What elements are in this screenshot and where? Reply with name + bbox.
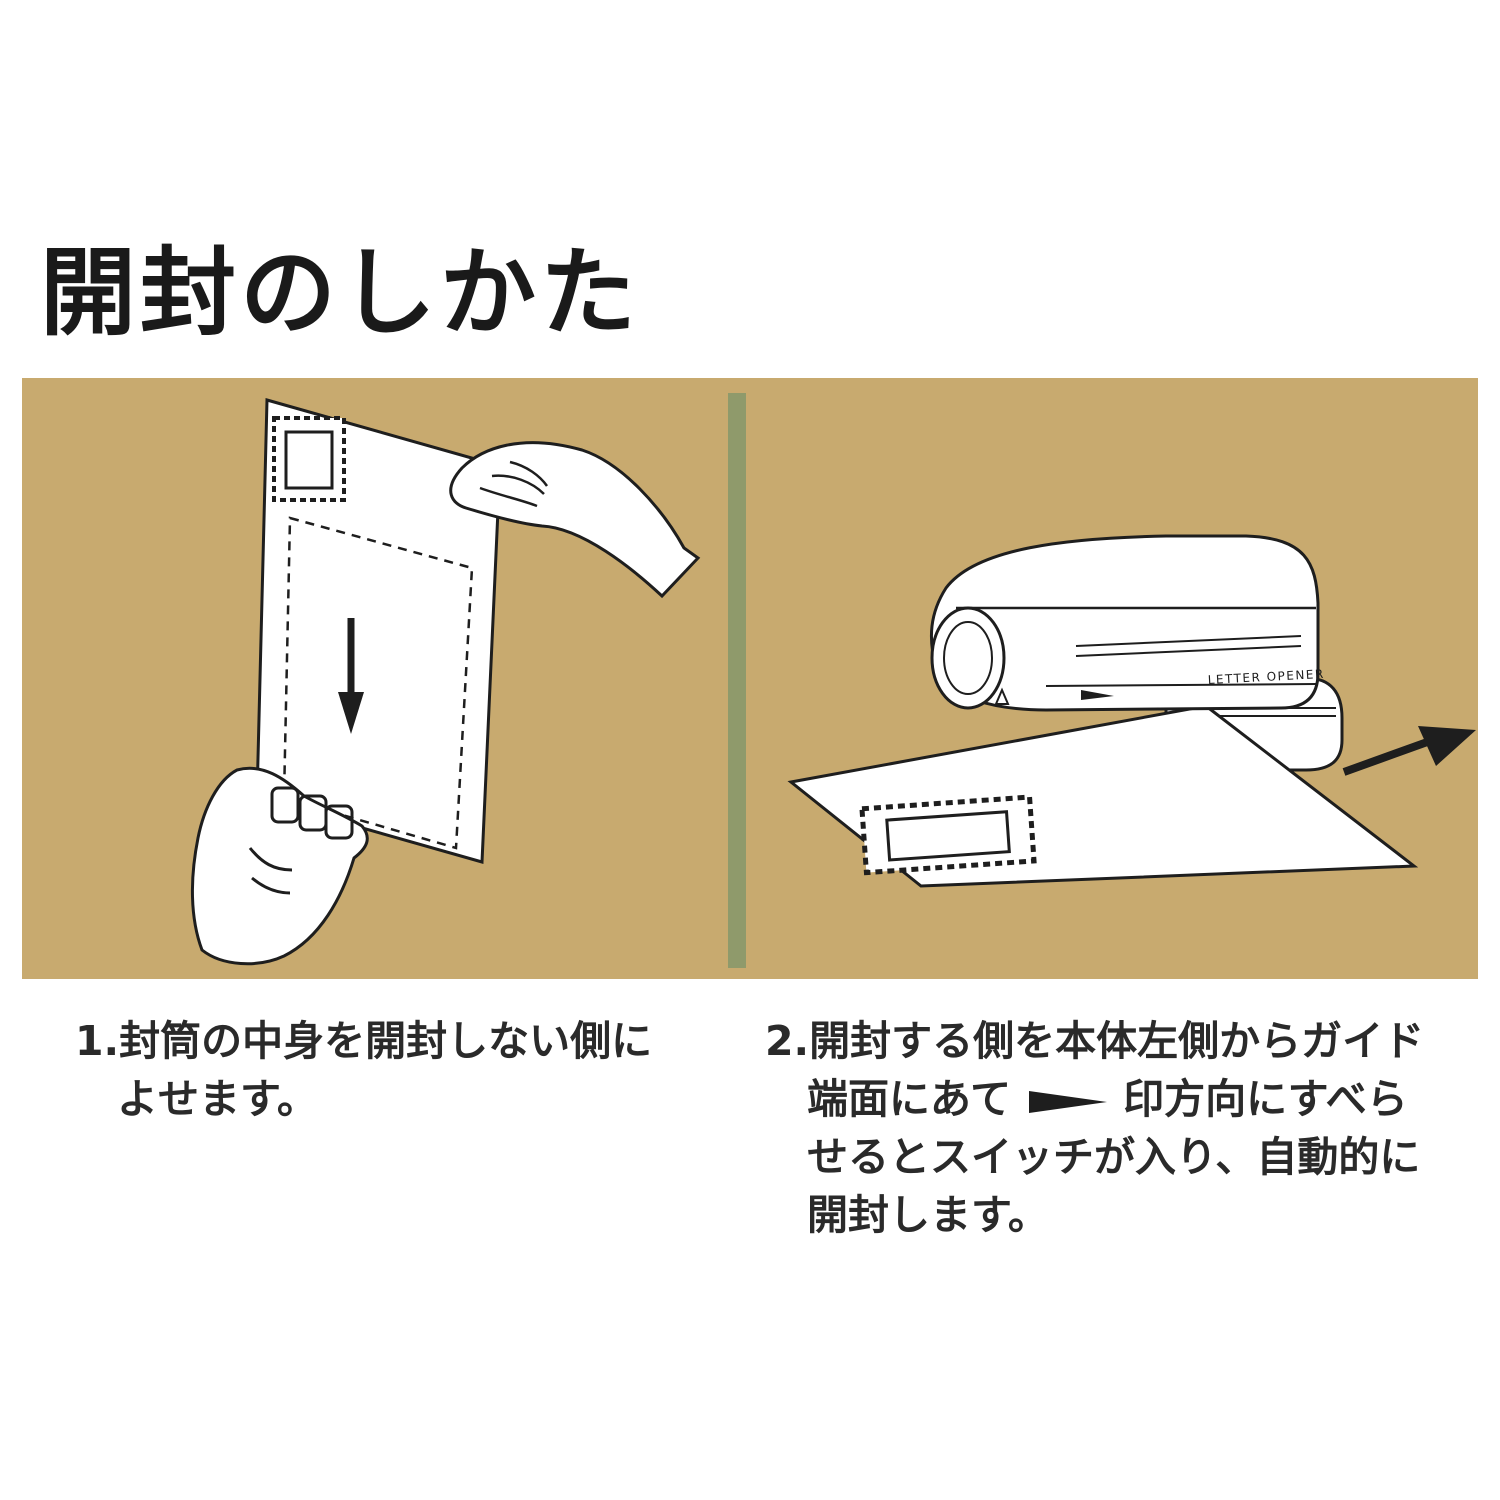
step1-number: 1. [75,1017,120,1065]
step2-line2-after: 印方向にすべら [1123,1075,1408,1123]
postage-stamp-icon [272,416,346,502]
fingers [248,786,354,895]
triangle-marker-icon [1081,690,1114,700]
illustration-panels: LETTER OPENER [22,378,1478,979]
step2-line3: せるとスイッチが入り、自動的に [807,1133,1421,1181]
step2-text: 2.開封する側を本体左側からガイド端面にあて 印方向にすべらせるとスイッチが入り、… [765,1012,1465,1244]
step1-line1: 封筒の中身を開封しない側に [119,1017,653,1065]
panel-divider [728,393,746,968]
step2-line1: 開封する側を本体左側からガイド [809,1017,1425,1065]
lower-hand [190,766,369,966]
step1-illustration [190,398,701,966]
step2-line2-before: 端面にあて [807,1075,1012,1123]
triangle-marker-icon [1029,1091,1108,1113]
page-title: 開封のしかた [40,237,640,349]
envelope [255,398,502,864]
right-arrow-icon [1342,726,1476,776]
step2-line4: 開封します。 [807,1191,1049,1239]
down-arrow-icon [338,618,364,734]
step1-text: 1.封筒の中身を開封しない側によせます。 [75,1012,715,1128]
contents-outline [282,516,474,850]
upper-hand [449,441,701,599]
postage-stamp-icon [859,794,1037,876]
step1-line2: よせます。 [117,1075,318,1123]
device-label: LETTER OPENER [1207,667,1325,687]
step2-number: 2. [765,1017,810,1065]
step2-illustration: LETTER OPENER [787,534,1476,888]
